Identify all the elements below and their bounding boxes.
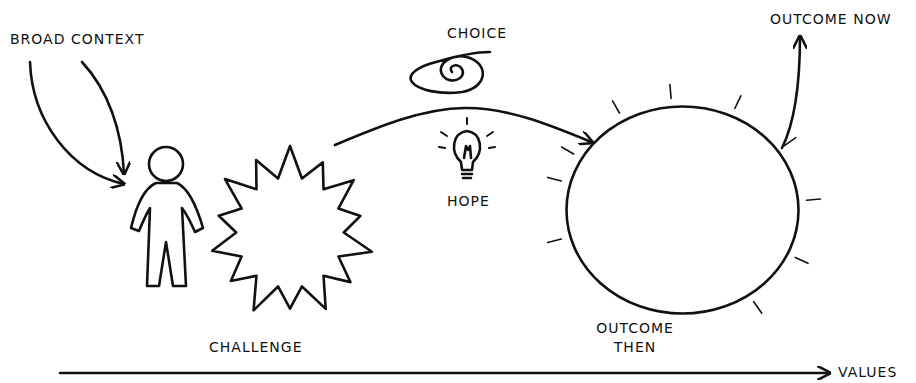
burst-outline	[212, 146, 372, 310]
ellipse-outline	[567, 107, 799, 314]
hope-label: HOPE	[447, 192, 490, 211]
choice-spiral	[411, 52, 490, 93]
context-label: BROAD CONTEXT	[10, 30, 144, 49]
figure-head	[149, 147, 183, 181]
burst-outline	[205, 145, 375, 320]
challenge-burst: CHALLENGE	[205, 145, 375, 320]
flow-arrow	[335, 108, 593, 145]
figure-body	[131, 183, 203, 286]
outcome-now-label: OUTCOME NOW	[770, 10, 892, 29]
ellipse-outline	[565, 105, 800, 315]
outcome-now-arrow	[782, 36, 800, 148]
choice-label: CHOICE	[447, 24, 507, 43]
node-label: CHALLENGE	[209, 338, 369, 357]
axis-label: VALUES	[838, 363, 897, 382]
context-arrow	[30, 62, 124, 184]
hope-bulb	[462, 146, 472, 178]
bulb-ray	[439, 118, 495, 148]
outcome-ray	[548, 85, 821, 314]
outcome-ellipse: OUTCOME THEN	[565, 105, 800, 315]
node-label: OUTCOME THEN	[593, 319, 677, 357]
values-axis	[60, 372, 830, 375]
context-arrow	[82, 62, 124, 174]
